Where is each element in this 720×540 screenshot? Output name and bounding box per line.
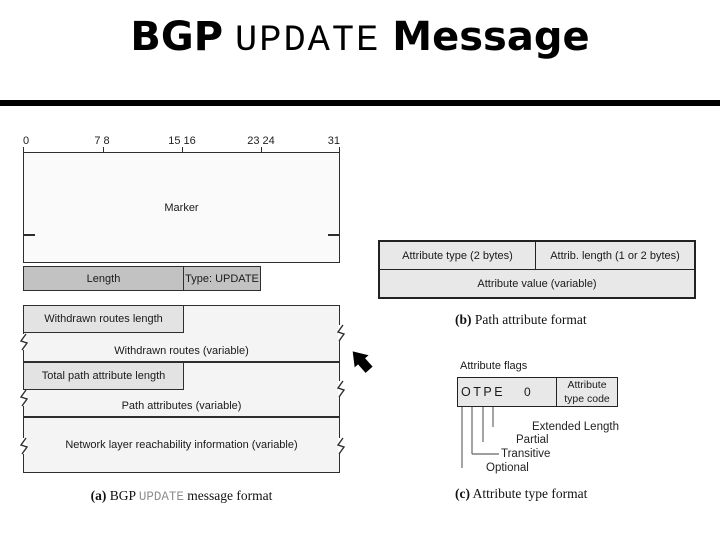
attribute-flags-field: OTPE 0 xyxy=(458,378,557,406)
attribute-type-code-line1: Attribute xyxy=(567,379,607,391)
caption-a: (a) BGP UPDATE message format xyxy=(23,488,340,504)
length-label: Length xyxy=(86,272,121,285)
flag-label-extended-length: Extended Length xyxy=(532,421,619,433)
attribute-type-code-line2: type code xyxy=(564,392,610,405)
break-zigzag-icon xyxy=(19,389,29,407)
bit-label-23-24: 23 24 xyxy=(247,135,275,147)
flag-letters: OTPE xyxy=(461,385,506,399)
path-attributes-label: Path attributes (variable) xyxy=(121,400,242,412)
flag-zero-bits: 0 xyxy=(524,385,531,399)
length-type-row: Length Type: UPDATE xyxy=(23,266,261,291)
withdrawn-routes-length-field: Withdrawn routes length xyxy=(23,305,184,333)
caption-c-tag: (c) xyxy=(455,486,470,501)
withdrawn-routes-section: Withdrawn routes length Withdrawn routes… xyxy=(23,305,340,362)
type-field: Type: UPDATE xyxy=(184,267,260,290)
bit-label-15-16: 15 16 xyxy=(168,135,196,147)
path-attribute-row1: Attribute type (2 bytes) Attrib. length … xyxy=(380,242,694,270)
caption-a-tag: (a) xyxy=(90,488,107,503)
bit-label-31: 31 xyxy=(327,135,340,147)
pointer-arrow-icon xyxy=(352,351,373,373)
caption-a-mono: UPDATE xyxy=(138,490,184,504)
flag-label-partial: Partial xyxy=(516,434,549,446)
bit-label-0: 0 xyxy=(23,135,30,147)
attribute-type-code-field: Attribute type code xyxy=(557,378,617,406)
title-part2: Message xyxy=(392,14,590,60)
break-zigzag-icon xyxy=(336,437,346,455)
marker-continuation-dash xyxy=(328,234,339,236)
bit-tick xyxy=(182,147,183,152)
bit-tick xyxy=(103,147,104,152)
break-zigzag-icon xyxy=(19,437,29,455)
attribute-value-label: Attribute value (variable) xyxy=(477,277,597,290)
title-divider xyxy=(0,100,720,106)
attribute-length-label: Attrib. length (1 or 2 bytes) xyxy=(550,249,680,262)
attribute-type-format-box: OTPE 0 Attribute type code xyxy=(457,377,618,407)
flag-label-transitive: Transitive xyxy=(501,448,551,460)
total-path-attribute-length-field: Total path attribute length xyxy=(23,362,184,390)
length-field: Length xyxy=(24,267,184,290)
caption-b-tag: (b) xyxy=(455,312,472,327)
caption-a-post: message format xyxy=(183,488,273,503)
total-path-attribute-length-label: Total path attribute length xyxy=(41,370,166,382)
nlri-field: Network layer reachability information (… xyxy=(23,417,340,473)
title-part1: BGP xyxy=(130,14,224,60)
caption-b: (b) Path attribute format xyxy=(455,312,587,328)
title-mono: UPDATE xyxy=(235,20,381,62)
break-zigzag-icon xyxy=(336,324,346,342)
marker-continuation-dash xyxy=(24,234,35,236)
nlri-label: Network layer reachability information (… xyxy=(65,439,298,451)
path-attributes-section: Total path attribute length Path attribu… xyxy=(23,362,340,417)
path-attribute-format-box: Attribute type (2 bytes) Attrib. length … xyxy=(378,240,696,299)
type-label: Type: UPDATE xyxy=(185,272,259,285)
marker-field: Marker xyxy=(23,152,340,263)
caption-a-pre: BGP xyxy=(106,488,139,503)
flag-label-optional: Optional xyxy=(486,462,529,474)
withdrawn-routes-label: Withdrawn routes (variable) xyxy=(114,345,249,357)
withdrawn-routes-length-label: Withdrawn routes length xyxy=(44,313,163,325)
attribute-type-label: Attribute type (2 bytes) xyxy=(402,249,513,262)
caption-b-text: Path attribute format xyxy=(471,312,587,327)
bit-tick xyxy=(261,147,262,152)
caption-c: (c) Attribute type format xyxy=(455,486,587,502)
page-title: BGP UPDATE Message xyxy=(0,14,720,62)
break-zigzag-icon xyxy=(19,333,29,351)
bit-tick xyxy=(339,147,340,152)
bit-tick xyxy=(23,147,24,152)
break-zigzag-icon xyxy=(336,380,346,398)
marker-label: Marker xyxy=(164,201,199,214)
caption-c-text: Attribute type format xyxy=(469,486,588,501)
bit-label-7-8: 7 8 xyxy=(94,135,110,147)
attribute-value-field: Attribute value (variable) xyxy=(380,270,694,297)
flag-connector-lines xyxy=(461,407,499,468)
attribute-flags-title: Attribute flags xyxy=(460,360,528,372)
attribute-length-field: Attrib. length (1 or 2 bytes) xyxy=(536,242,694,269)
attribute-type-field: Attribute type (2 bytes) xyxy=(380,242,536,269)
